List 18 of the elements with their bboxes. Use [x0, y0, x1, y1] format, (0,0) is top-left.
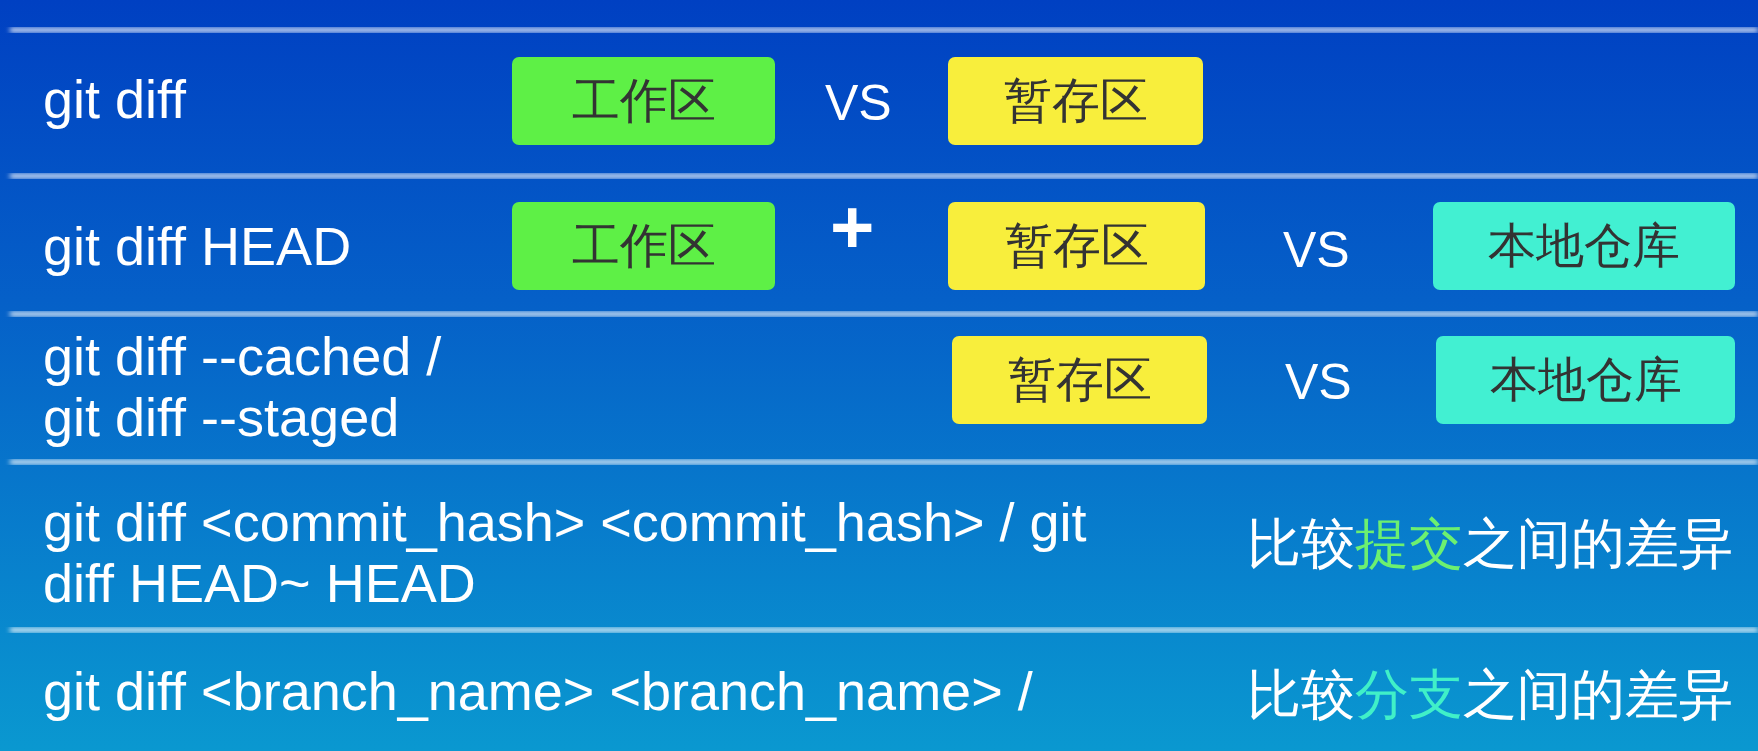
- operator-text: VS: [1285, 353, 1352, 412]
- label-box: 本地仓库: [1436, 336, 1735, 424]
- command-text: git diff --cached / git diff --staged: [43, 326, 443, 448]
- command-text: git diff <branch_name> <branch_name> /: [43, 661, 1033, 722]
- operator-text: +: [830, 196, 875, 257]
- command-text: git diff <commit_hash> <commit_hash> / git diff HEAD~ HEAD: [43, 492, 1088, 614]
- command-text: git diff HEAD: [43, 216, 352, 277]
- label-box: 工作区: [512, 57, 775, 145]
- description-text: 比较提交之间的差异: [1247, 511, 1733, 577]
- label-box: 暂存区: [952, 336, 1207, 424]
- description-text: 比较分支之间的差异: [1247, 662, 1733, 728]
- operator-text: VS: [1283, 221, 1350, 280]
- label-box: 暂存区: [948, 57, 1203, 145]
- label-box: 工作区: [512, 202, 775, 290]
- operator-text: VS: [825, 74, 892, 133]
- command-text: git diff: [43, 69, 187, 130]
- label-box: 本地仓库: [1433, 202, 1735, 290]
- label-box: 暂存区: [948, 202, 1205, 290]
